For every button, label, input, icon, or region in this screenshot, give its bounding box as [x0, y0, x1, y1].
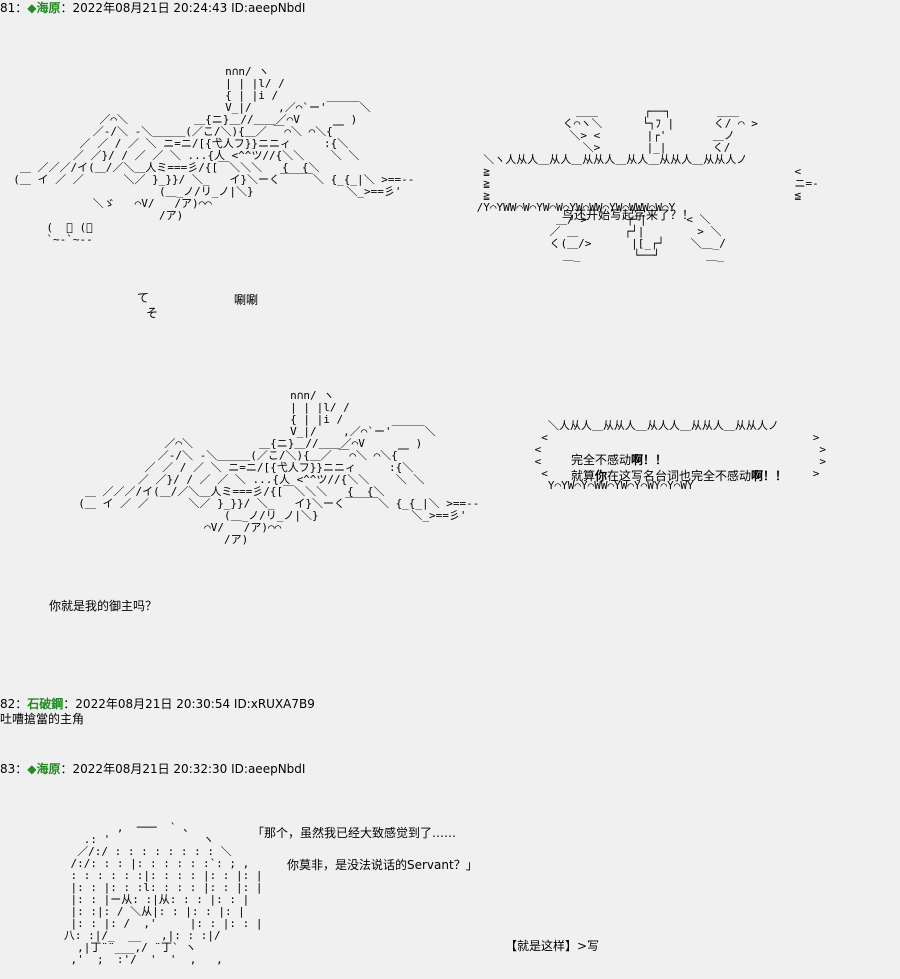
- post-number: 83：: [0, 762, 28, 776]
- speech-line-1-b: 啊！！: [631, 453, 668, 467]
- character-ascii-art: , ─── ` 、 .: ' ヽ ／/:/ : : : : : : : : ＼ …: [63, 821, 263, 966]
- action-note: 【就是这样】>写: [505, 939, 600, 953]
- sfx-swish: 唰唰: [234, 293, 259, 307]
- trip-diamond: ◆: [27, 762, 37, 776]
- post-number: 82：: [0, 697, 28, 711]
- poster-name[interactable]: 海原: [36, 762, 61, 776]
- trip-diamond: ◆: [27, 1, 37, 15]
- dialogue-quote-2: 你莫非，是没法说话的Servant？」: [287, 858, 478, 872]
- speech-line-1-a: 完全不感动: [571, 453, 632, 467]
- speech-line-2-b: 你: [595, 469, 608, 483]
- post-body-82: 吐嘈搶當的主角: [0, 712, 85, 726]
- post-meta: ：2022年08月21日 20:30:54 ID:xRUXA7B9: [63, 697, 315, 711]
- speech-line-2-d: 啊！！: [751, 469, 788, 483]
- speech-line-2: 就算你在这写名台词也完全不感动啊！！: [571, 468, 787, 484]
- poster-name[interactable]: 石破鋼: [27, 697, 64, 711]
- shout-ascii-frame: ＿＿ ┌──┐ ＿＿ く⌒ヽ＼ └┐ﾌ | く/ ⌒ > ＼> < |┌' ＿ノ…: [476, 105, 819, 262]
- bird-ascii-art-1: n∩n/ ヽ | | |l/ / { | |i / V_|/ ,／⌒`ー'￣￣￣…: [13, 65, 415, 246]
- speech-line-2-c: 在这写名台词也完全不感动: [607, 469, 752, 483]
- sfx-so: そ: [146, 306, 159, 320]
- shout-text: 鸟还开始写起字来了？！: [562, 208, 695, 222]
- speech-line-2-a: 就算: [571, 469, 596, 483]
- poster-name[interactable]: 海原: [36, 1, 61, 15]
- post-header-82: 82：石破鋼：2022年08月21日 20:30:54 ID:xRUXA7B9: [0, 697, 315, 711]
- dialogue-quote-1: 「那个，虽然我已经大致感觉到了……: [252, 826, 457, 840]
- post-header-81: 81：◆海原：2022年08月21日 20:24:43 ID:aeepNbdI: [0, 1, 305, 15]
- panel2-caption: 你就是我的御主吗？: [49, 599, 158, 613]
- post-meta: ：2022年08月21日 20:32:30 ID:aeepNbdI: [60, 762, 306, 776]
- speech-line-1: 完全不感动啊！！: [571, 452, 667, 468]
- post-meta: ：2022年08月21日 20:24:43 ID:aeepNbdI: [60, 1, 306, 15]
- bird-ascii-art-2: n∩n/ ヽ | | |l/ / { | |i / V_|/ ,／⌒`ー'￣￣￣…: [78, 389, 480, 546]
- post-header-83: 83：◆海原：2022年08月21日 20:32:30 ID:aeepNbdI: [0, 762, 305, 776]
- speech-ascii-frame: ＼人从人＿从从人＿从人人＿从从人＿从从人ノ < > < > < > <: [534, 419, 827, 492]
- sfx-te: て: [137, 291, 150, 305]
- post-number: 81：: [0, 1, 28, 15]
